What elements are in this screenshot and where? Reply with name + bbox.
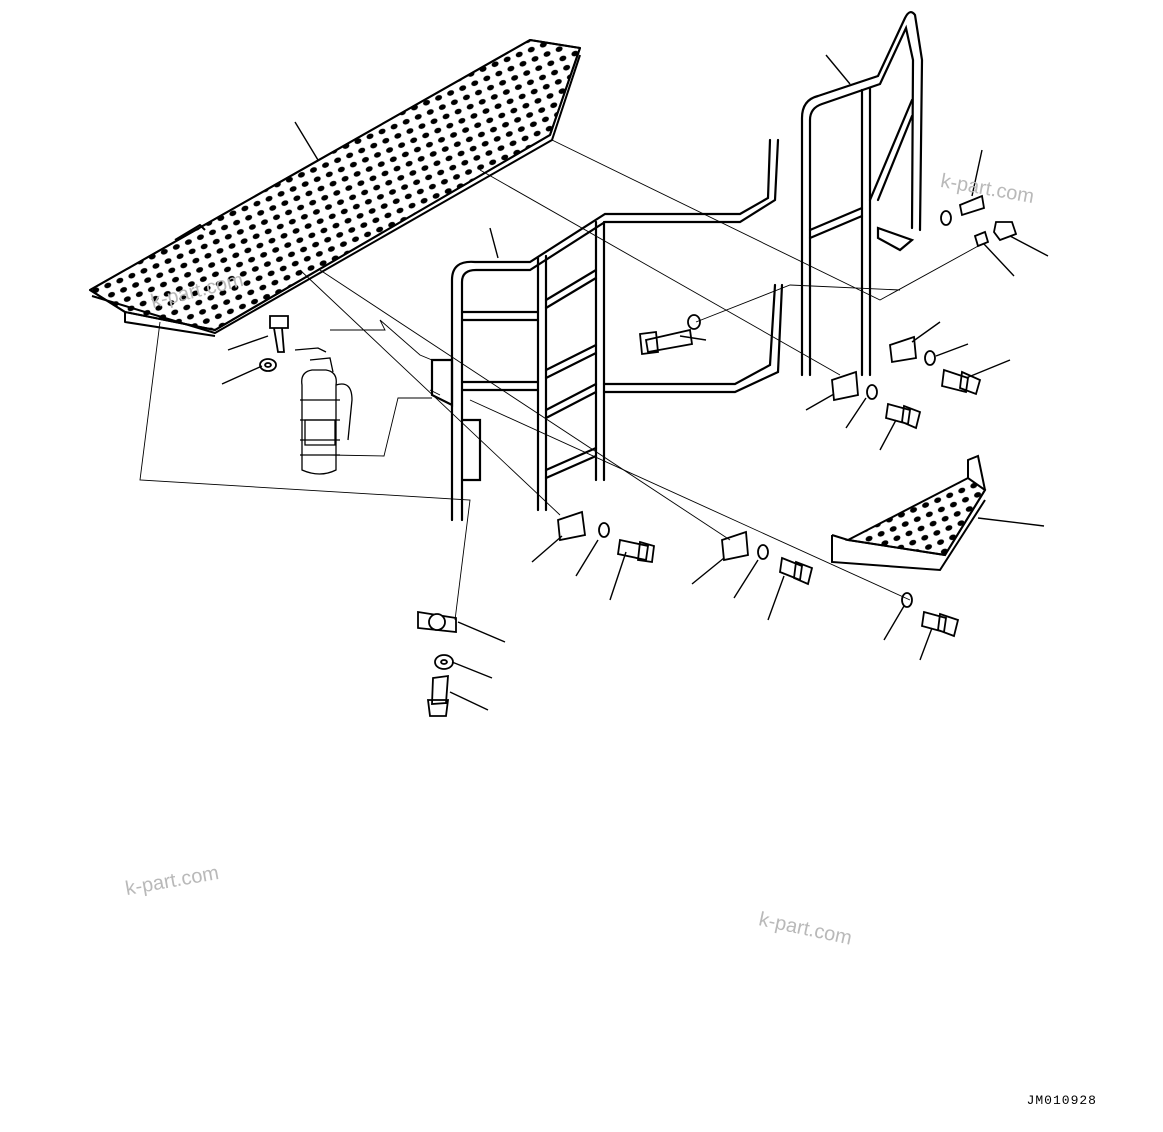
- bolts: [269, 194, 986, 717]
- callout-lines: [221, 54, 1049, 711]
- walkway-step-plate: [89, 39, 581, 337]
- washers: [259, 210, 1018, 670]
- drawing-code: JM010928: [1026, 1093, 1097, 1108]
- fire-extinguisher: [294, 347, 353, 475]
- right-ladder: [800, 11, 924, 377]
- clamps: [417, 335, 917, 633]
- assembly-lines: [139, 139, 981, 621]
- lower-step: [831, 454, 987, 572]
- left-ladder: [430, 138, 784, 522]
